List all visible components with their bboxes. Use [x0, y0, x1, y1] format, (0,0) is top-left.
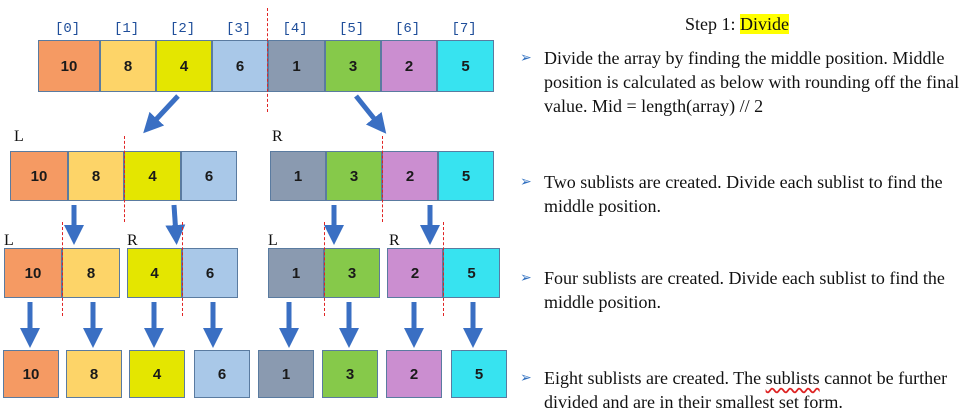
- bullet-3-text: Four sublists are created. Divide each s…: [544, 268, 945, 312]
- down-arrow-icon: [165, 204, 186, 245]
- array-cell: 1: [268, 40, 325, 92]
- bullet-2: ➢ Two sublists are created. Divide each …: [520, 170, 972, 218]
- bullet-1-text: Divide the array by finding the middle p…: [544, 48, 960, 116]
- bullet-arrow-icon: ➢: [520, 371, 532, 386]
- quarter-sublist-cell: 4: [127, 248, 182, 298]
- quarter-sublist-cell: 3: [324, 248, 380, 298]
- cut-line: [324, 222, 325, 316]
- single-cell: 10: [3, 350, 59, 398]
- right-sublist-cell: 1: [270, 151, 326, 201]
- bullet-4: ➢ Eight sublists are created. The sublis…: [520, 366, 972, 414]
- right-sublist-cell: 3: [326, 151, 382, 201]
- quarter-sublist-cell: 5: [443, 248, 500, 298]
- array-cell: 10: [38, 40, 100, 92]
- bullet-arrow-icon: ➢: [520, 175, 532, 190]
- bullet-2-text: Two sublists are created. Divide each su…: [544, 172, 943, 216]
- down-arrow-icon: [354, 94, 387, 134]
- cut-line: [62, 222, 63, 316]
- quarter-sublist-cell: 8: [62, 248, 120, 298]
- bullet-arrow-icon: ➢: [520, 271, 532, 286]
- index-label: [4]: [282, 21, 308, 37]
- down-arrow-icon: [143, 94, 180, 134]
- single-cell: 8: [66, 350, 122, 398]
- bullet-arrow-icon: ➢: [520, 51, 532, 66]
- sublist-label: L: [268, 232, 278, 249]
- single-cell: 1: [258, 350, 314, 398]
- single-cell: 5: [451, 350, 507, 398]
- bullet-3: ➢ Four sublists are created. Divide each…: [520, 266, 972, 314]
- index-label: [5]: [339, 21, 365, 37]
- step-title-highlight: Divide: [740, 14, 790, 34]
- step-title-prefix: Step 1:: [685, 14, 741, 34]
- explanation-panel: Step 1: Divide ➢ Divide the array by fin…: [520, 0, 980, 417]
- cut-line: [182, 222, 183, 316]
- index-label: [6]: [395, 21, 421, 37]
- left-mid-cut-line: [124, 136, 125, 222]
- cut-line: [443, 222, 444, 316]
- array-cell: 4: [156, 40, 212, 92]
- right-label: R: [272, 128, 283, 145]
- right-sublist-cell: 2: [382, 151, 438, 201]
- step-title: Step 1: Divide: [685, 14, 790, 35]
- index-label: [7]: [451, 21, 477, 37]
- bullet-1: ➢ Divide the array by finding the middle…: [520, 46, 972, 118]
- quarter-sublist-cell: 6: [182, 248, 238, 298]
- quarter-sublist-cell: 2: [387, 248, 443, 298]
- array-cell: 5: [437, 40, 494, 92]
- left-sublist-cell: 6: [181, 151, 237, 201]
- sublist-label: R: [127, 232, 138, 249]
- index-label: [1]: [114, 21, 140, 37]
- quarter-sublist-cell: 1: [268, 248, 324, 298]
- bullet-4-part-b: sublists: [765, 368, 820, 388]
- array-cell: 3: [325, 40, 381, 92]
- array-cell: 2: [381, 40, 437, 92]
- sublist-label: L: [4, 232, 14, 249]
- left-sublist-cell: 4: [124, 151, 181, 201]
- right-sublist-cell: 5: [438, 151, 494, 201]
- mid-cut-line: [267, 8, 268, 112]
- index-label: [2]: [170, 21, 196, 37]
- bullet-4-part-c: cannot be further divided and are in the…: [544, 368, 948, 412]
- bullet-4-text: Eight sublists are created. The sublists…: [520, 366, 972, 414]
- single-cell: 6: [194, 350, 250, 398]
- left-sublist-cell: 10: [10, 151, 68, 201]
- array-cell: 8: [100, 40, 156, 92]
- quarter-sublist-cell: 10: [4, 248, 62, 298]
- bullet-4-part-a: Eight sublists are created. The: [544, 368, 766, 388]
- left-sublist-cell: 8: [68, 151, 124, 201]
- left-label: L: [14, 128, 24, 145]
- single-cell: 4: [129, 350, 185, 398]
- array-cell: 6: [212, 40, 268, 92]
- index-label: [0]: [55, 21, 81, 37]
- right-mid-cut-line: [382, 136, 383, 222]
- index-label: [3]: [226, 21, 252, 37]
- single-cell: 3: [322, 350, 378, 398]
- sublist-label: R: [389, 232, 400, 249]
- single-cell: 2: [386, 350, 442, 398]
